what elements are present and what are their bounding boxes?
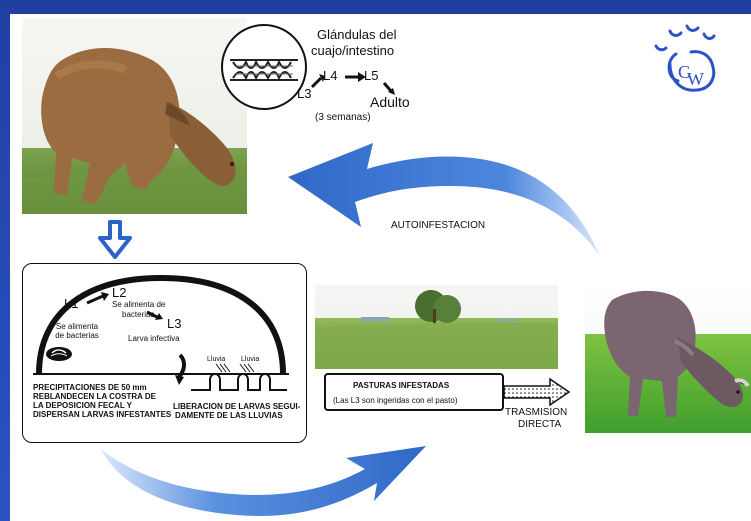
direct-arrow bbox=[503, 377, 571, 407]
arrow-l3-l4 bbox=[310, 74, 325, 89]
autoinfestation-arrow bbox=[288, 143, 600, 256]
duration-label: (3 semanas) bbox=[315, 112, 371, 123]
gland-title-line2: cuajo/intestino bbox=[311, 43, 395, 58]
svg-text:W: W bbox=[687, 69, 704, 89]
l2-note-2: bacterias bbox=[122, 310, 155, 319]
gland-title-line1: Glándulas del bbox=[317, 27, 397, 42]
rain-label-1: Lluvia bbox=[207, 356, 226, 363]
infective-label: Larva infectiva bbox=[128, 334, 180, 343]
rain-text-3: LA DEPOSICION FECAL Y bbox=[33, 401, 132, 410]
direct-label-1: TRASMISION bbox=[505, 407, 568, 418]
arrow-l2-l3 bbox=[146, 310, 163, 320]
left-bar bbox=[0, 0, 10, 521]
pasture-photo bbox=[315, 285, 558, 369]
feces-icon bbox=[46, 347, 72, 361]
svg-text:C: C bbox=[678, 62, 690, 82]
fecal-dome bbox=[33, 274, 289, 375]
logo-mark-icon: C W bbox=[654, 24, 716, 92]
down-arrow bbox=[98, 220, 132, 259]
fecal-l2: L2 bbox=[112, 285, 127, 300]
drop-arrow bbox=[175, 353, 186, 385]
direct-label-2: DIRECTA bbox=[518, 419, 562, 430]
release-text-2: DAMENTE DE LAS LLUVIAS bbox=[175, 411, 283, 420]
arrow-l4-l5 bbox=[345, 72, 366, 82]
autoinfestation-label: AUTOINFESTACION bbox=[391, 220, 486, 231]
fecal-l1: L1 bbox=[64, 296, 79, 311]
l2-note-1: Se alimenta de bbox=[112, 300, 166, 309]
bottom-cycle-arrow bbox=[101, 446, 426, 517]
stage-l5: L5 bbox=[364, 68, 379, 83]
release-text-1: LIBERACION DE LARVAS SEGUI- bbox=[173, 402, 301, 411]
rain-text-2: REBLANDECEN LA COSTRA DE bbox=[33, 392, 156, 401]
rain-text-1: PRECIPITACIONES DE 50 mm bbox=[33, 383, 147, 392]
l1-note: Se alimenta de bacterias bbox=[55, 322, 99, 340]
arrow-l5-adult bbox=[382, 82, 395, 95]
young-alpaca-photo bbox=[585, 285, 751, 433]
stage-adult: Adulto bbox=[370, 94, 410, 110]
pasture-title: PASTURAS INFESTADAS bbox=[353, 381, 450, 390]
top-bar bbox=[0, 0, 751, 14]
rain-text-4: DISPERSAN LARVAS INFESTANTES bbox=[33, 410, 172, 419]
pasture-note: (Las L3 son ingeridas con el pasto) bbox=[333, 396, 458, 405]
rain-label-2: Lluvia bbox=[241, 356, 260, 363]
rain-waves bbox=[191, 363, 287, 391]
stage-l4: L4 bbox=[323, 68, 338, 83]
gland-cross-section-icon bbox=[221, 24, 307, 110]
pasture-label-box bbox=[324, 373, 504, 411]
stage-l3: L3 bbox=[297, 86, 312, 101]
arrow-l1-l2 bbox=[86, 292, 109, 305]
fecal-l3: L3 bbox=[167, 316, 182, 331]
alpaca-grazing-photo bbox=[22, 18, 247, 214]
